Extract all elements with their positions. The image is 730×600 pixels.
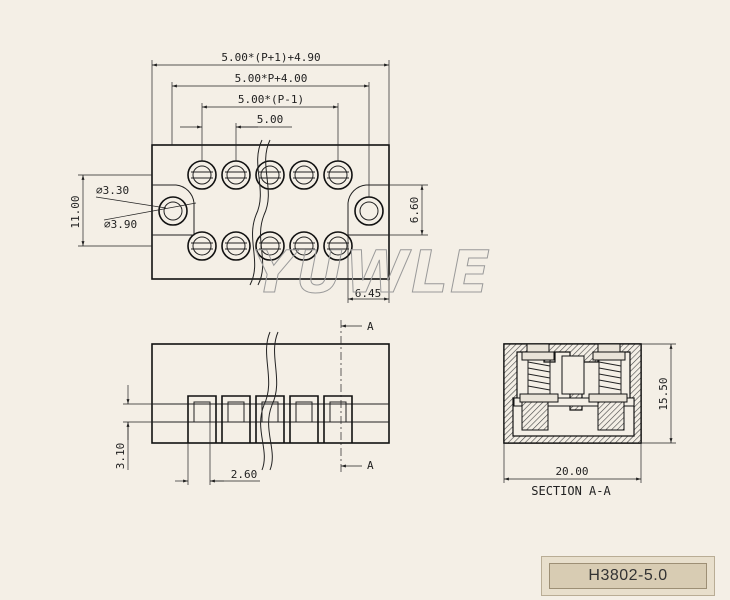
left-terminal bbox=[519, 343, 559, 431]
break-line bbox=[260, 331, 271, 471]
wire-slot bbox=[289, 395, 319, 443]
break-line bbox=[257, 139, 271, 286]
right-flange-notch bbox=[347, 184, 389, 236]
dim-pitch: 5.00 bbox=[257, 113, 284, 126]
dim-hole-offset: 6.45 bbox=[355, 287, 382, 300]
top-screw-row bbox=[187, 160, 353, 190]
dim-height: 11.00 bbox=[69, 195, 82, 228]
section-marker-bottom: A bbox=[367, 459, 374, 472]
dim-section-width: 20.00 bbox=[555, 465, 588, 478]
left-mounting-hole bbox=[158, 196, 188, 226]
right-mounting-hole bbox=[354, 196, 384, 226]
section-marker-top: A bbox=[367, 320, 374, 333]
dim-pin-span-plus: 5.00*P+4.00 bbox=[235, 72, 308, 85]
top-view-body bbox=[151, 144, 390, 280]
screw-icon bbox=[187, 160, 217, 190]
section-view: 20.00 15.50 SECTION A-A bbox=[503, 343, 676, 498]
front-view: A A 3.10 2.60 bbox=[114, 320, 390, 485]
model-number: H3802-5.0 bbox=[549, 563, 707, 589]
dim-overall-length: 5.00*(P+1)+4.90 bbox=[221, 51, 320, 64]
screw-icon bbox=[289, 231, 319, 261]
slot-row bbox=[187, 395, 353, 443]
screw-icon bbox=[221, 231, 251, 261]
dim-slot-height: 3.10 bbox=[114, 443, 127, 470]
break-line bbox=[249, 139, 263, 286]
dim-pin-span: 5.00*(P-1) bbox=[238, 93, 304, 106]
top-view: 5.00*(P+1)+4.90 5.00*P+4.00 5.00*(P-1) 5… bbox=[69, 51, 428, 303]
break-line bbox=[268, 331, 279, 471]
screw-icon bbox=[187, 231, 217, 261]
wire-slot bbox=[187, 395, 217, 443]
wire-slot bbox=[221, 395, 251, 443]
screw-icon bbox=[323, 160, 353, 190]
model-label-box: H3802-5.0 bbox=[541, 556, 715, 596]
wire-slot bbox=[323, 395, 353, 443]
dim-hole-small: ∅3.30 bbox=[96, 184, 129, 197]
screw-icon bbox=[221, 160, 251, 190]
screw-icon bbox=[289, 160, 319, 190]
dim-hole-spacing: 6.60 bbox=[408, 197, 421, 224]
dim-slot-width: 2.60 bbox=[231, 468, 258, 481]
left-flange-notch bbox=[152, 184, 195, 236]
dim-hole-large: ∅3.90 bbox=[104, 218, 137, 231]
right-terminal bbox=[588, 343, 628, 431]
screw-icon bbox=[255, 160, 285, 190]
watermark-logo: YUWLE bbox=[252, 238, 492, 306]
dim-section-height: 15.50 bbox=[657, 377, 670, 410]
bottom-screw-row bbox=[187, 231, 353, 261]
section-label: SECTION A-A bbox=[531, 484, 611, 498]
screw-icon bbox=[323, 231, 353, 261]
